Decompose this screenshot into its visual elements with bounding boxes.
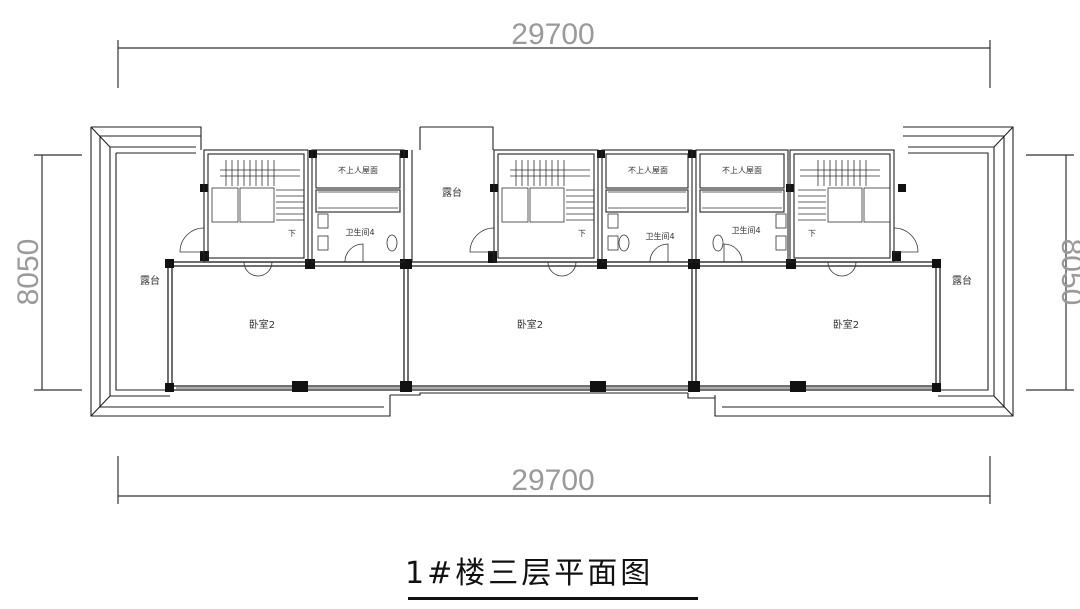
room-label-terrace-right: 露台: [952, 274, 972, 287]
dimension-right: [1026, 154, 1074, 391]
room-label-terrace-left: 露台: [140, 274, 160, 287]
room-label-bedroom-3: 卧室2: [833, 318, 859, 331]
dimension-bottom: [117, 456, 991, 504]
drawing-title: 1#楼三层平面图: [405, 556, 654, 591]
door-swings: [179, 227, 919, 277]
stair-details: [211, 160, 891, 223]
dimension-right-label: 8050: [1055, 239, 1080, 306]
dimension-top: [117, 40, 991, 88]
room-label-bedroom-1: 卧室2: [249, 318, 275, 331]
stair-down-label-1: 下: [288, 229, 296, 238]
room-label-terrace-mid: 露台: [442, 186, 462, 199]
dimension-top-label: 29700: [511, 18, 594, 51]
room-label-bedroom-2: 卧室2: [517, 318, 543, 331]
room-label-roof-3: 不上人屋面: [722, 166, 762, 175]
room-label-bath-3: 卫生间4: [731, 225, 760, 235]
room-label-bath-1: 卫生间4: [345, 227, 374, 237]
room-label-bath-2: 卫生间4: [645, 231, 674, 241]
columns: [165, 150, 941, 392]
service-zone-walls: [203, 149, 895, 263]
room-label-roof-2: 不上人屋面: [628, 166, 668, 175]
stair-down-label-2: 下: [578, 229, 586, 238]
dimension-left: [34, 154, 82, 391]
sanitary-fixtures: [317, 191, 787, 252]
dimension-bottom-label: 29700: [511, 464, 594, 497]
bedroom-walls: [167, 261, 941, 391]
stair-down-label-3: 下: [808, 229, 816, 238]
title-underline: [408, 597, 698, 600]
room-label-roof-1: 不上人屋面: [338, 166, 378, 175]
dimension-left-label: 8050: [12, 239, 45, 306]
